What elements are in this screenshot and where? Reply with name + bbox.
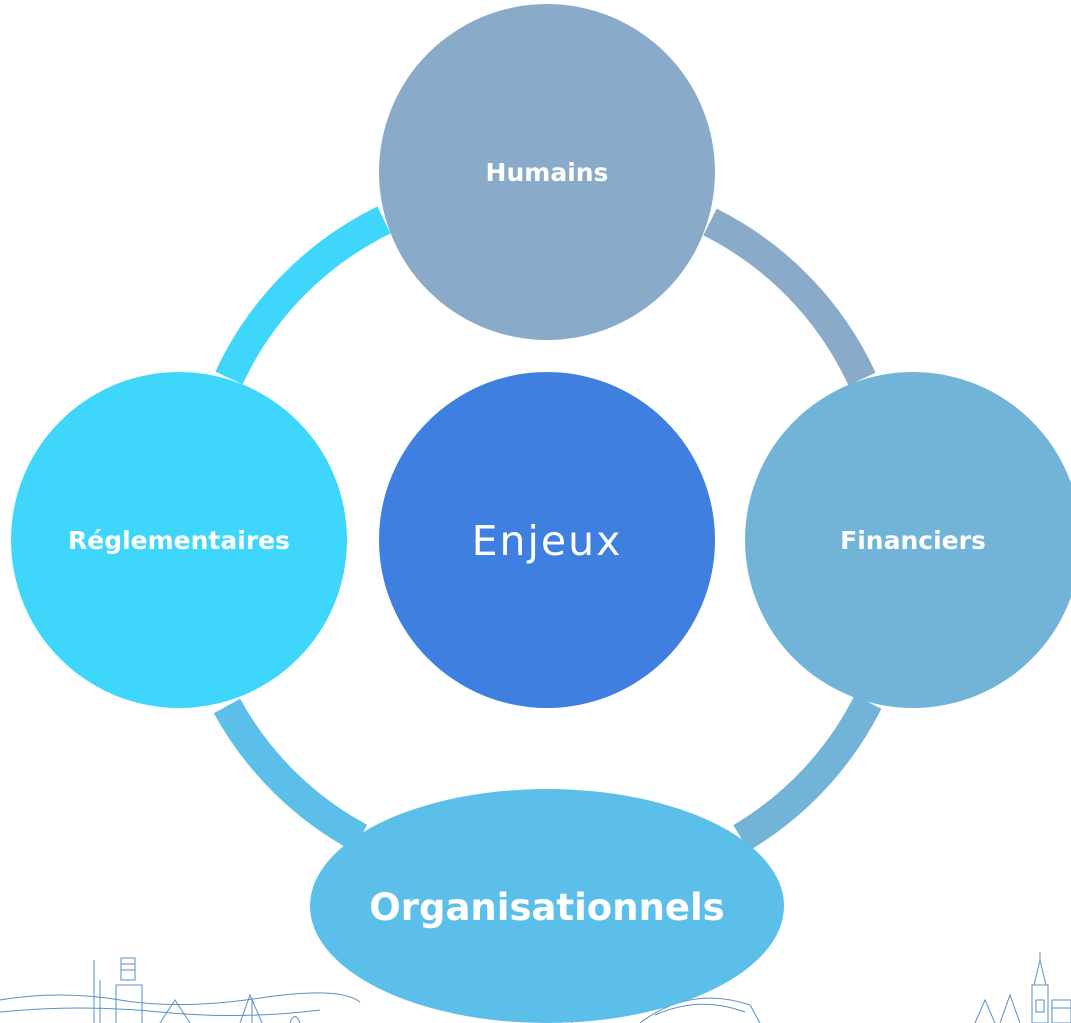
node-label-financiers: Financiers	[840, 526, 986, 555]
node-enjeux: Enjeux	[379, 372, 715, 708]
node-label-reglementaires: Réglementaires	[68, 526, 290, 555]
cycle-ring	[213, 206, 882, 852]
node-ellipse-organisationnels	[310, 789, 784, 1023]
node-reglementaires: Réglementaires	[11, 372, 347, 708]
arc-left-top	[215, 206, 391, 385]
node-organisationnels: Organisationnels	[310, 789, 784, 1023]
node-circle-humains	[379, 4, 715, 340]
node-humains: Humains	[379, 4, 715, 340]
node-circle-financiers	[745, 372, 1071, 708]
city-skyline-icon	[0, 952, 1071, 1023]
arc-right-bottom	[733, 695, 882, 851]
node-label-organisationnels: Organisationnels	[369, 886, 724, 929]
node-circle-reglementaires	[11, 372, 347, 708]
arc-bottom-left	[213, 698, 368, 852]
node-label-enjeux: Enjeux	[472, 517, 623, 565]
node-circle-enjeux	[379, 372, 715, 708]
node-label-humains: Humains	[486, 158, 609, 187]
node-financiers: Financiers	[745, 372, 1071, 708]
arc-top-right	[703, 208, 876, 386]
